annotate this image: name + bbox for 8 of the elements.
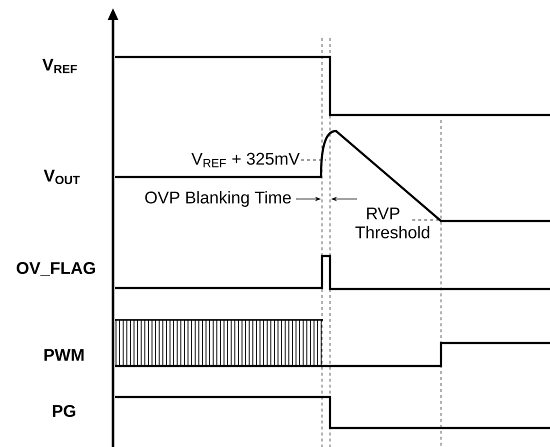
- signal-label: V$_{REF}$: [42, 58, 77, 74]
- annotation-text: V$_{REF}$ + 325mV: [191, 152, 300, 168]
- signal-label: PWM: [44, 349, 84, 361]
- annotation-text: RVP Threshold: [355, 208, 430, 238]
- signal-label: V$_{OUT}$: [44, 170, 80, 184]
- annotation-text: OVP Blanking Time: [145, 191, 291, 207]
- signal-label: OV_FLAG: [16, 262, 95, 276]
- signal-label: PG: [52, 404, 76, 417]
